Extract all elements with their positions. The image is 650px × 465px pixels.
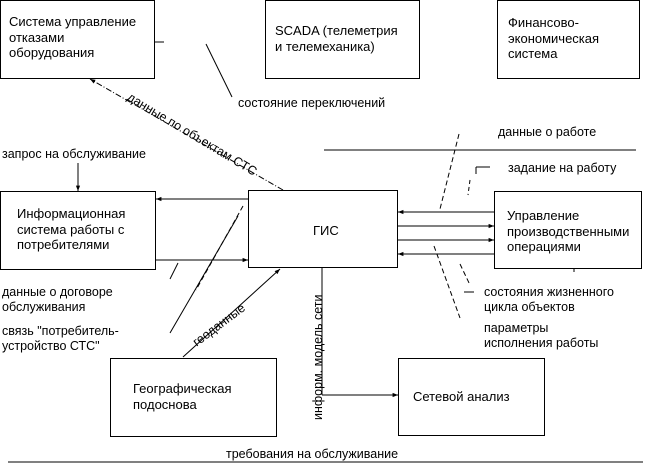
gis-box: ГИС — [248, 190, 398, 268]
consumer-link-label: связь "потребитель- устройство СТС" — [2, 324, 119, 353]
geo-base-label: Географическая подоснова — [133, 381, 232, 412]
failure-management-box: Система управление отказами оборудования — [0, 0, 155, 79]
work-data-dash-1 — [439, 133, 460, 210]
lifecycle-state-label: состояния жизненного цикла объектов — [484, 285, 614, 314]
contract-data-leader — [169, 262, 179, 280]
gis-label: ГИС — [313, 223, 339, 238]
info-system-label: Информационная система работы с потребит… — [17, 206, 126, 252]
work-data-label: данные о работе — [498, 125, 597, 139]
switch-state-leader — [205, 43, 233, 98]
cts-data-connector — [89, 78, 284, 191]
geo-base-box: Географическая подоснова — [110, 358, 277, 437]
service-request-label: запрос на обслуживание — [2, 147, 146, 161]
contract-data-label: данные о договоре обслуживания — [2, 285, 113, 314]
failure-management-label: Система управление отказами оборудования — [9, 14, 137, 60]
scada-box: SCADA (телеметрия и телемеханика) — [265, 0, 420, 79]
work-params-label: параметры исполнения работы — [484, 321, 599, 350]
work-task-dash — [467, 179, 471, 196]
work-task-label: задание на работу — [508, 161, 617, 175]
lifecycle-dash-1 — [433, 245, 461, 319]
production-label: Управление производственными операциями — [507, 208, 630, 254]
scada-label: SCADA (телеметрия и телемеханика) — [275, 23, 398, 54]
production-box: Управление производственными операциями — [494, 191, 642, 269]
switch-state-label: состояние переключений — [238, 96, 386, 110]
geodata-arrow — [182, 268, 281, 358]
network-model-label: информ. модель сети — [311, 294, 325, 421]
info-system-box: Информационная система работы с потребит… — [0, 191, 156, 270]
finance-box: Финансово- экономическая система — [497, 0, 640, 79]
network-analysis-label: Сетевой анализ — [413, 389, 510, 404]
consumer-link-line — [169, 215, 239, 334]
service-requirements-label: требования на обслуживание — [226, 447, 399, 461]
lifecycle-dash-2 — [459, 263, 471, 286]
network-analysis-box: Сетевой анализ — [398, 358, 545, 436]
finance-label: Финансово- экономическая система — [508, 15, 600, 61]
